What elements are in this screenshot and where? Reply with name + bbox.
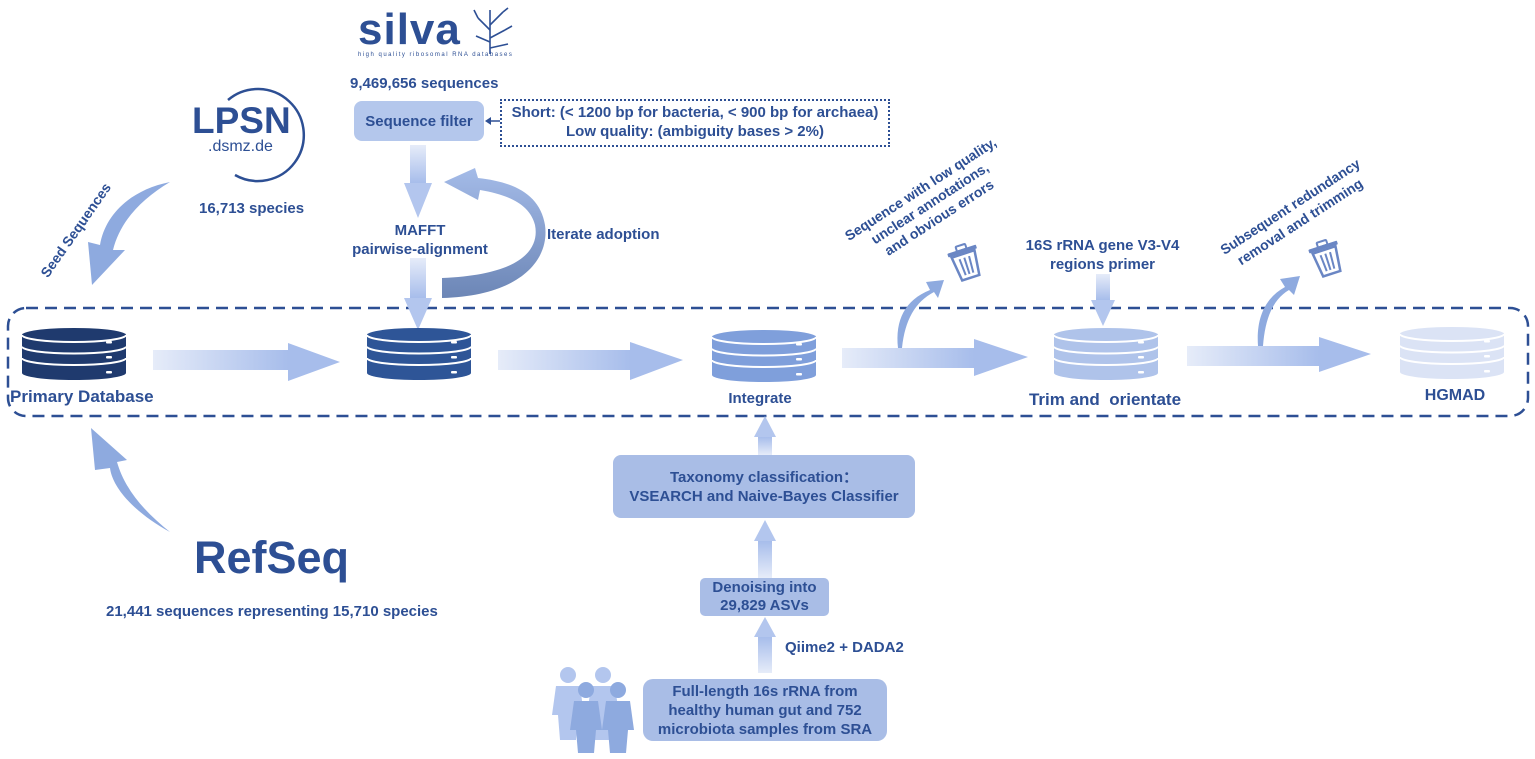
silva-logo: silva high quality ribosomal RNA databas… [358, 5, 514, 59]
mafft-title: MAFFT [394, 222, 446, 239]
filter-criteria-box: Short: (< 1200 bp for bacteria, < 900 bp… [500, 99, 890, 147]
arrow-primary-to-aligned [153, 343, 340, 381]
iterate-loop-arrow [442, 168, 546, 298]
source-line-3: microbiota samples from SRA [657, 720, 873, 738]
lpsn-logo-text: LPSN [192, 100, 291, 141]
silva-sequence-count: 9,469,656 sequences [350, 75, 499, 92]
stage-label-hgmad: HGMAD [1424, 387, 1486, 404]
sequence-filter-label: Sequence filter [365, 112, 473, 130]
iterate-adoption-label: Iterate adoption [547, 226, 660, 243]
silva-tagline: high quality ribosomal RNA databases [358, 52, 514, 58]
taxonomy-box: Taxonomy classification： VSEARCH and Nai… [613, 455, 915, 518]
trash-icon [947, 243, 981, 283]
arrow-taxonomy-to-integrate [754, 416, 776, 455]
refseq-count: 21,441 sequences representing 15,710 spe… [106, 603, 438, 620]
filter-criteria-quality: Low quality: (ambiguity bases > 2%) [566, 123, 824, 140]
arrow-mafft-to-db [404, 258, 432, 330]
lpsn-domain: .dsmz.de [208, 138, 273, 155]
discard-arrow-1 [897, 280, 944, 348]
lpsn-logo: LPSN .dsmz.de [192, 100, 292, 155]
arrow-aligned-to-integrate [498, 342, 683, 380]
arrow-filter-to-mafft [404, 145, 432, 218]
filter-criteria-short: Short: (< 1200 bp for bacteria, < 900 bp… [511, 104, 879, 121]
mafft-label: MAFFT pairwise-alignment [345, 221, 495, 259]
taxonomy-title: Taxonomy classification： [669, 468, 859, 486]
tool-label: Qiime2 + DADA2 [785, 639, 904, 656]
primer-label: 16S rRNA gene V3-V4 regions primer [1010, 236, 1195, 274]
source-line-2: healthy human gut and 752 [668, 701, 862, 719]
people-icon-front [570, 682, 634, 753]
stage-label-primary-database: Primary Database [10, 387, 154, 406]
trash-icon [1308, 239, 1342, 279]
stage-label-integrate: Integrate [728, 390, 792, 407]
sequence-filter-box: Sequence filter [354, 101, 484, 141]
source-line-1: Full-length 16s rRNA from [672, 682, 858, 700]
seed-sequences-arrow [88, 182, 170, 285]
trim-database-icon [1053, 328, 1159, 380]
refseq-logo: RefSeq [194, 532, 350, 583]
denoise-line-1: Denoising into [712, 579, 817, 596]
pipeline-boundary [6, 306, 1530, 418]
lpsn-circle [227, 87, 306, 183]
denoise-line-2: 29,829 ASVs [720, 597, 809, 614]
arrow-denoise-to-taxonomy [754, 520, 776, 578]
mafft-subtitle: pairwise-alignment [352, 241, 488, 258]
denoise-box: Denoising into 29,829 ASVs [700, 578, 829, 616]
arrow-trim-to-hgmad [1187, 337, 1371, 372]
arrow-source-to-denoise [754, 617, 776, 673]
source-box: Full-length 16s rRNA from healthy human … [643, 679, 887, 741]
lpsn-species-count: 16,713 species [199, 200, 305, 217]
silva-logo-text: silva [358, 5, 461, 54]
primer-line-1: 16S rRNA gene V3-V4 [1025, 237, 1180, 254]
primary-database-icon [21, 328, 127, 380]
arrow-integrate-to-trim [842, 339, 1028, 376]
taxonomy-methods: VSEARCH and Naive-Bayes Classifier [629, 487, 899, 505]
refseq-arrow [91, 428, 170, 532]
aligned-database-icon [366, 328, 472, 380]
silva-tree-icon [473, 7, 513, 54]
discard-arrow-2 [1257, 276, 1300, 346]
integrate-database-icon [711, 330, 817, 382]
criteria-arrow [485, 117, 500, 125]
primer-line-2: regions primer [1049, 256, 1156, 273]
stage-label-trim-orientate: Trim and orientate [1028, 390, 1182, 409]
arrow-primer-to-trim [1091, 274, 1115, 326]
hgmad-database-icon [1399, 327, 1505, 379]
